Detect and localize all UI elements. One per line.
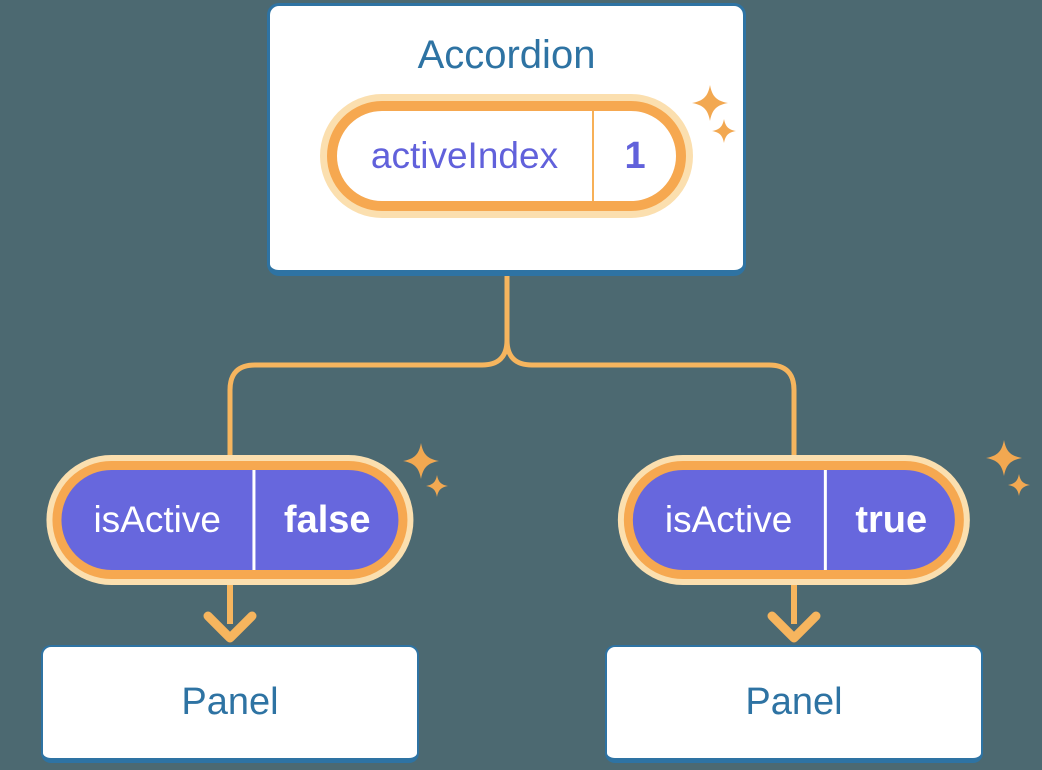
- state-pill-activeindex: activeIndex 1: [319, 94, 694, 218]
- accordion-node: Accordion activeIndex 1: [267, 3, 746, 276]
- panel-node-left: Panel: [41, 645, 419, 763]
- sparkle-icon: [712, 119, 736, 143]
- state-value: 1: [624, 134, 646, 177]
- sparkle-icon: [426, 475, 448, 497]
- prop-pill-ring: isActive true: [623, 461, 965, 579]
- prop-pill-isactive-false: isActive false: [46, 455, 414, 585]
- pill-divider: [592, 111, 595, 201]
- arrow-head-right: [767, 611, 821, 643]
- prop-value: false: [283, 498, 371, 541]
- prop-name: isActive: [93, 499, 221, 540]
- panel-label: Panel: [181, 681, 279, 723]
- panel-label: Panel: [745, 681, 843, 723]
- prop-name: isActive: [664, 499, 793, 540]
- branch-line-left: [227, 274, 510, 455]
- state-name: activeIndex: [370, 135, 559, 176]
- accordion-title: Accordion: [417, 33, 596, 77]
- state-pill-ring: activeIndex 1: [326, 101, 687, 211]
- sparkle-icon: [692, 85, 728, 121]
- prop-pill-ring: isActive false: [52, 461, 408, 579]
- panel-node-right: Panel: [605, 645, 983, 763]
- sparkle-icon: [403, 443, 439, 479]
- branch-line-right: [504, 274, 797, 455]
- arrow-head-left: [203, 611, 257, 643]
- pill-divider: [824, 470, 828, 570]
- pill-divider: [252, 470, 256, 570]
- prop-pill-isactive-true: isActive true: [617, 455, 971, 585]
- sparkle-icon: [1008, 474, 1030, 496]
- prop-value: true: [855, 498, 928, 541]
- sparkle-icon: [986, 440, 1022, 476]
